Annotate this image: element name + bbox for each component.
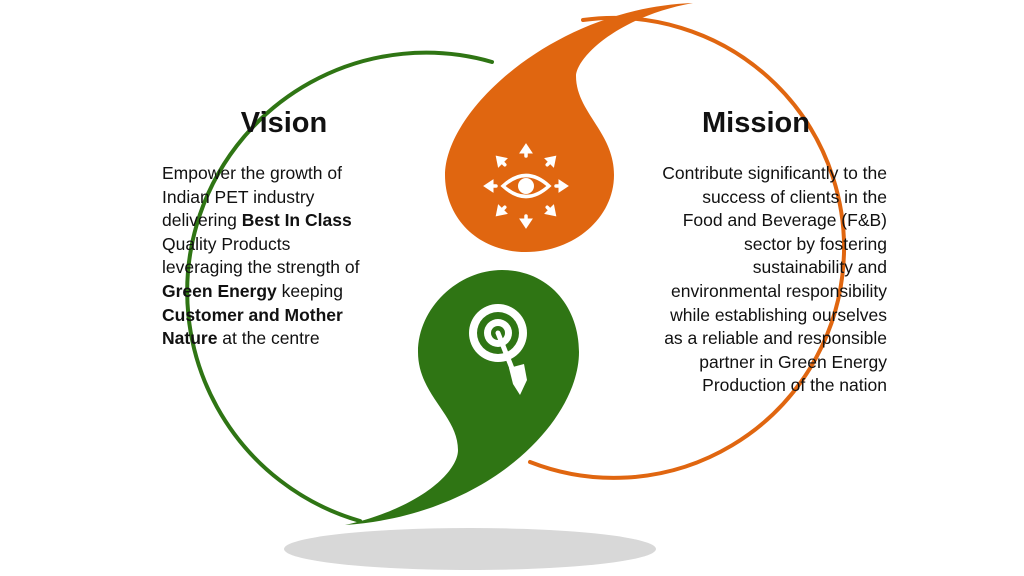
mission-ring-arc: [528, 15, 846, 480]
vision-line: Indian PET industry: [162, 186, 402, 210]
vision-text-run: Quality Products: [162, 233, 291, 254]
eye-ray-arrowhead: [519, 218, 533, 229]
vision-line: delivering Best In Class: [162, 209, 402, 233]
mission-line: Contribute significantly to the: [662, 163, 887, 183]
eye-arrows-icon: [483, 143, 569, 229]
eye-ray-arrowhead: [519, 143, 533, 154]
target-arrow-fletching: [509, 364, 527, 395]
vision-title: Vision: [240, 107, 328, 139]
vision-text-run: delivering: [162, 210, 242, 231]
vision-text-run: at the centre: [217, 328, 320, 349]
mission-line: environmental responsibility: [671, 280, 887, 301]
vision-bold-phrase: Green Energy: [162, 280, 277, 301]
vision-line: Customer and Mother: [162, 304, 402, 328]
vision-bold-phrase: Customer and Mother: [162, 304, 343, 325]
vision-line: leveraging the strength of: [162, 256, 402, 280]
vision-bold-phrase: Nature: [162, 328, 218, 349]
eye-ray-arrowhead: [544, 204, 557, 217]
vision-ring-arc: [185, 50, 494, 523]
mission-line: partner in Green Energy: [699, 351, 887, 372]
mission-line: sustainability and: [752, 257, 887, 278]
mission-line: while establishing ourselves: [670, 304, 887, 325]
eye-ray-arrowhead: [483, 179, 494, 193]
ground-shadow: [284, 528, 656, 570]
eye-outline: [500, 173, 552, 199]
mission-line: Food and Beverage (F&B): [682, 210, 887, 231]
vision-line: Green Energy keeping: [162, 280, 402, 304]
mission-line: Production of the nation: [702, 375, 887, 396]
target-arrow-icon: [469, 304, 527, 395]
mission-line: sector by fostering: [744, 233, 887, 254]
vision-line: Empower the growth of: [162, 162, 402, 186]
eye-ray-arrowhead: [495, 155, 508, 168]
vision-text-run: keeping: [276, 280, 343, 301]
eye-ray-arrowhead: [495, 204, 508, 217]
vision-statement: Empower the growth of Indian PET industry…: [162, 162, 402, 351]
vision-text-run: Empower the growth of: [162, 163, 342, 183]
mission-statement: Contribute significantly to the success o…: [600, 162, 887, 398]
vision-line: Nature at the centre: [162, 327, 402, 351]
vision-text-run: leveraging the strength of: [162, 257, 360, 278]
eye-ray-arrowhead: [558, 179, 569, 193]
vision-bold-phrase: Best In Class: [241, 210, 352, 231]
mission-line: as a reliable and responsible: [664, 328, 887, 349]
eye-ray-arrowhead: [544, 155, 557, 168]
eye-iris: [518, 178, 534, 194]
vision-line: Quality Products: [162, 233, 402, 257]
vision-text-run: Indian PET industry: [162, 186, 315, 207]
mission-line: success of clients in the: [702, 186, 887, 207]
mission-title: Mission: [702, 107, 810, 139]
eye-rays: [483, 143, 569, 229]
